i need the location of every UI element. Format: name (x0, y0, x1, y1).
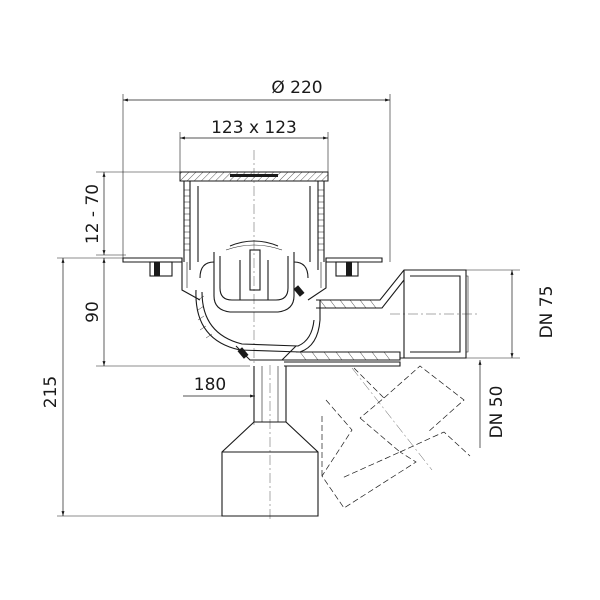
dimension-dn75: DN 75 (466, 269, 557, 359)
dimension-diameter: Ø 220 (122, 78, 391, 262)
odour-trap (199, 240, 309, 313)
body-flange (122, 257, 383, 301)
dimension-offset: 180 (183, 375, 255, 398)
outlet-angled-hidden (321, 365, 471, 509)
center-lines (253, 150, 480, 520)
dn50-label: DN 50 (487, 386, 507, 439)
offset-label: 180 (194, 375, 226, 395)
total-height-label: 215 (41, 376, 61, 408)
dimension-dn50: DN 50 (478, 360, 507, 448)
grate-frame (179, 171, 329, 270)
grate-label: 123 x 123 (211, 118, 297, 138)
body-bowl (195, 285, 321, 361)
outlet-height-label: 90 (83, 301, 103, 323)
dimension-height-adjust: 12 - 70 (83, 171, 182, 256)
outlet-vertical (221, 366, 319, 517)
outlet-horizontal (270, 269, 469, 367)
dimension-total-height: 215 (41, 257, 222, 517)
diameter-label: Ø 220 (271, 78, 322, 98)
dimension-outlet-height: 90 (83, 258, 250, 367)
dimension-grate: 123 x 123 (179, 118, 329, 176)
height-adjust-label: 12 - 70 (83, 184, 103, 244)
dn75-label: DN 75 (537, 286, 557, 339)
